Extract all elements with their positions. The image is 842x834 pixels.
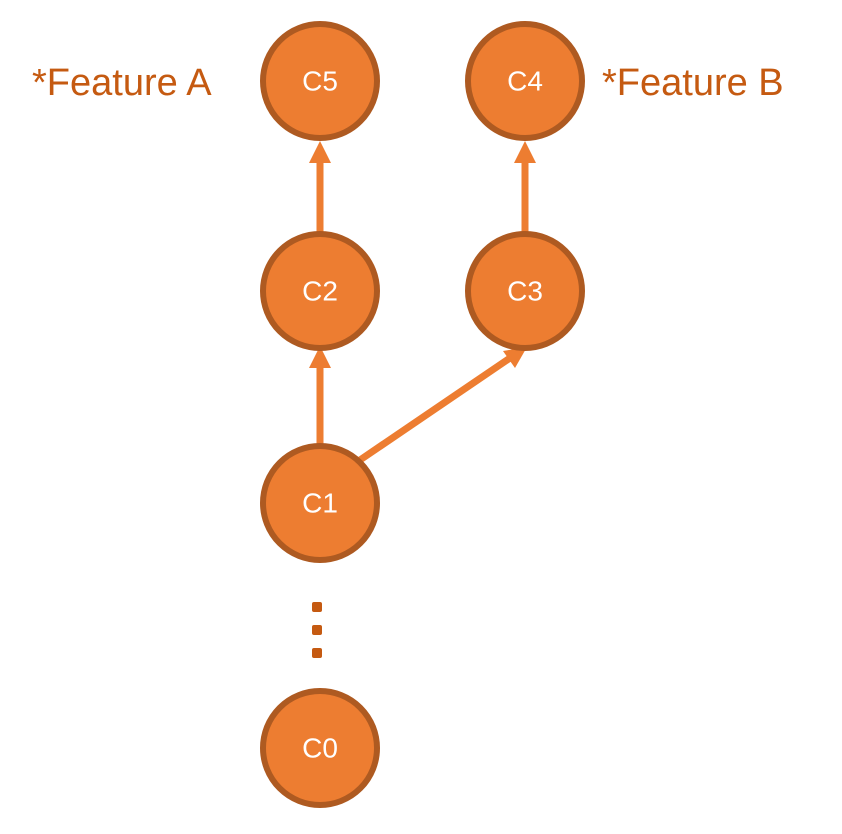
- branch-label-feature-b: *Feature B: [602, 62, 784, 104]
- node-label: C2: [302, 276, 338, 307]
- node-label: C3: [507, 276, 543, 307]
- node-label: C0: [302, 733, 338, 764]
- ellipsis-dot: [312, 602, 322, 612]
- edge-c1-c3: [358, 347, 527, 463]
- node-c0: C0: [260, 688, 380, 808]
- ellipsis-dot: [312, 625, 322, 635]
- node-label: C5: [302, 66, 338, 97]
- ellipsis-dot: [312, 648, 322, 658]
- edges: [309, 141, 536, 463]
- node-c1: C1: [260, 443, 380, 563]
- edge-c2-c5: [309, 141, 331, 233]
- node-c2: C2: [260, 231, 380, 351]
- node-label: C4: [507, 66, 543, 97]
- node-c5: C5: [260, 21, 380, 141]
- ellipsis: [312, 602, 322, 658]
- node-c3: C3: [465, 231, 585, 351]
- node-label: C1: [302, 488, 338, 519]
- node-c4: C4: [465, 21, 585, 141]
- edge-c1-c2: [309, 346, 331, 445]
- branch-label-feature-a: *Feature A: [32, 62, 212, 104]
- edge-c3-c4: [514, 141, 536, 233]
